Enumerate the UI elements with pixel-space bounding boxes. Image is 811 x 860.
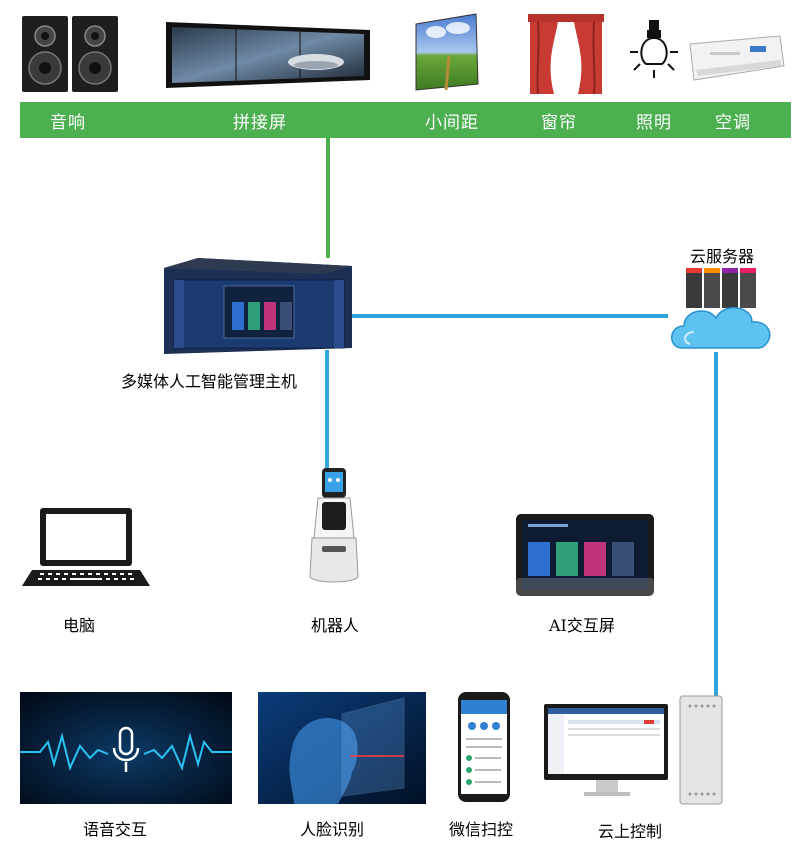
cloud-control-label: 云上控制: [598, 822, 663, 841]
touch-panel-icon: [516, 514, 654, 596]
video-wall-icon: [166, 22, 370, 88]
smartphone-icon: [458, 692, 510, 802]
face-scan-icon: [258, 692, 426, 804]
face-label: 人脸识别: [300, 820, 365, 839]
desktop-computer-icon: [544, 695, 723, 805]
host-to-cloud-line: [352, 314, 668, 318]
host-to-robot-line: [325, 350, 329, 468]
voice-wave-icon: [20, 692, 232, 804]
cloud-to-desktop-line: [714, 352, 718, 698]
bar-to-host-line: [326, 138, 330, 258]
led-panel-icon: [415, 13, 479, 91]
air-conditioner-icon: [689, 35, 785, 81]
cloud-label: 云服务器: [690, 247, 755, 266]
voice-label: 语音交互: [83, 820, 148, 839]
touch-panel-label: AI交互屏: [549, 616, 615, 635]
curtain-icon: [528, 14, 604, 95]
bar-label-air-conditioner: 空调: [715, 113, 751, 133]
cloud-server-icon: [671, 268, 771, 349]
host-label: 多媒体人工智能管理主机: [121, 372, 298, 391]
wechat-label: 微信扫控: [449, 820, 514, 839]
light-bulb-icon: [630, 20, 678, 78]
laptop-icon: [22, 508, 150, 586]
rack-server-icon: [164, 258, 352, 354]
bar-label-small-pitch: 小间距: [425, 113, 479, 133]
laptop-label: 电脑: [63, 616, 96, 635]
bar-label-lighting: 照明: [636, 113, 672, 133]
robot-label: 机器人: [311, 616, 360, 635]
robot-icon: [309, 468, 359, 583]
speaker-icon: [22, 16, 118, 92]
bar-label-curtain: 窗帘: [541, 113, 577, 133]
bar-label-video-wall: 拼接屏: [233, 113, 287, 133]
bar-label-speaker: 音响: [50, 113, 86, 133]
device-bar: [20, 102, 791, 138]
